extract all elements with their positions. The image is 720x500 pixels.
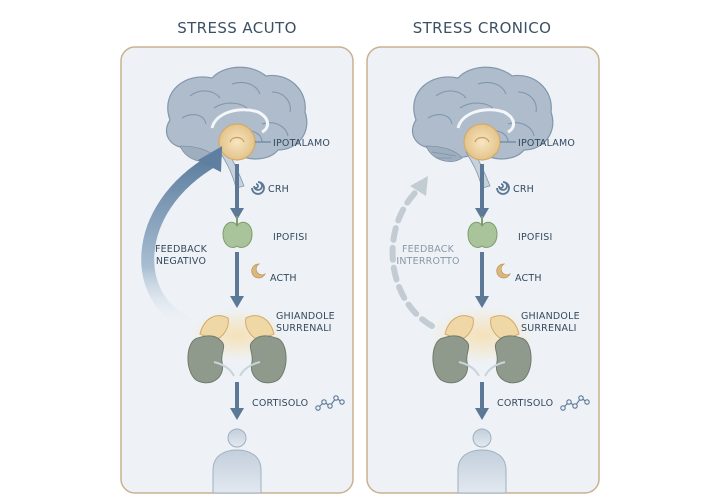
pituitary-label: IPOFISI — [273, 232, 308, 243]
acth-label: ACTH — [515, 273, 542, 284]
crescent-icon — [496, 263, 511, 279]
adrenal-glands — [187, 309, 287, 384]
feedback-label-line1: FEEDBACK — [402, 244, 455, 255]
crh-label: CRH — [268, 184, 289, 195]
panel-chronic: STRESS CRONICO IPOTALAMO FEEDBACK INTERR… — [366, 19, 600, 494]
adrenal-label-line1: GHIANDOLE — [276, 311, 335, 322]
interrupted-feedback-arrow — [389, 176, 435, 329]
person-silhouette — [212, 428, 262, 494]
hypothalamus-label: IPOTALAMO — [273, 138, 330, 149]
feedback-label-line2: INTERROTTO — [396, 256, 459, 267]
adrenal-label-line2: SURRENALI — [276, 323, 332, 334]
molecule-icon — [315, 395, 345, 411]
adrenal-glands — [430, 307, 534, 384]
swirl-icon — [251, 181, 265, 195]
hypothalamus-label: IPOTALAMO — [518, 138, 575, 149]
pituitary-gland — [467, 216, 498, 248]
crh-label: CRH — [513, 184, 534, 195]
panel-title: STRESS CRONICO — [413, 19, 552, 37]
acth-label: ACTH — [270, 273, 297, 284]
cortisol-label: CORTISOLO — [252, 398, 308, 409]
hypothalamus — [463, 123, 501, 161]
pituitary-label: IPOFISI — [518, 232, 553, 243]
panel-acute: STRESS ACUTO IPOTALAMO FEEDBACK NEGATIVO… — [120, 19, 354, 494]
cortisol-label: CORTISOLO — [497, 398, 553, 409]
crescent-icon — [251, 263, 266, 279]
adrenal-label-line2: SURRENALI — [521, 323, 577, 334]
feedback-label-line1: FEEDBACK — [155, 244, 208, 255]
molecule-icon — [560, 395, 590, 411]
hypothalamus — [218, 123, 256, 161]
negative-feedback-arrow — [141, 146, 223, 331]
swirl-icon — [496, 181, 510, 195]
adrenal-label-line1: GHIANDOLE — [521, 311, 580, 322]
panel-title: STRESS ACUTO — [177, 19, 297, 37]
pituitary-gland — [222, 216, 253, 248]
feedback-label-line2: NEGATIVO — [156, 256, 206, 267]
person-silhouette — [457, 428, 507, 494]
